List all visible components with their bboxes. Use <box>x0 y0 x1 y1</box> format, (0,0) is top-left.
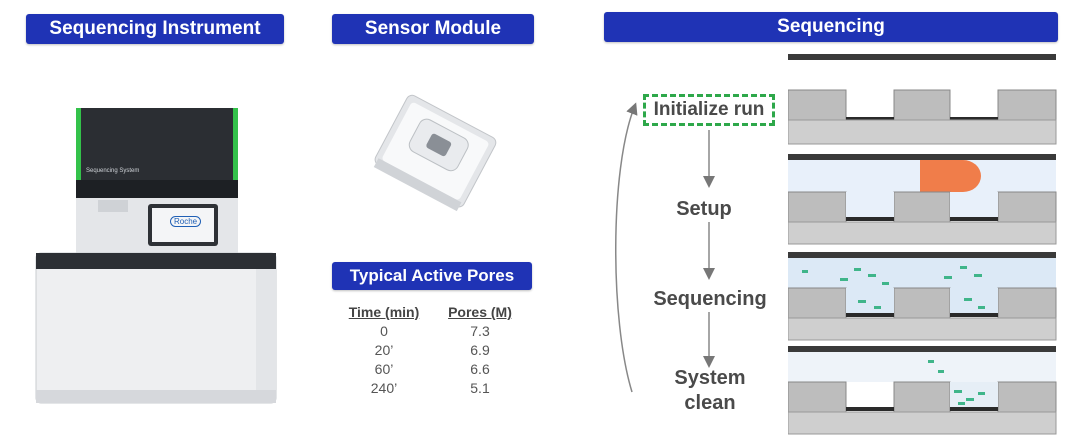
table-cell-time: 20’ <box>374 342 394 358</box>
table-cell-pores: 6.6 <box>470 361 490 377</box>
time-column: Time (min) 0 20’ 60’ 240’ <box>344 304 424 396</box>
header-text: Sensor Module <box>364 18 502 39</box>
step-setup: Setup <box>676 198 732 220</box>
table-cell-pores: 6.9 <box>470 342 490 358</box>
pore-diagram-4 <box>788 346 1057 435</box>
step-initialize-label: Initialize run <box>653 99 765 120</box>
step-initialize-run: Initialize run <box>643 94 775 126</box>
header-sensor-module: Sensor Module <box>332 14 534 44</box>
header-text: Sequencing <box>777 16 885 37</box>
header-sequencing-instrument: Sequencing Instrument <box>26 14 284 44</box>
header-typical-active-pores: Typical Active Pores <box>332 262 532 290</box>
table-cell-pores: 7.3 <box>470 323 490 339</box>
instrument-logo: Roche <box>170 216 202 227</box>
sequencing-instrument-illustration <box>35 108 277 404</box>
step-sequencing: Sequencing <box>653 288 767 310</box>
table-cell-time: 0 <box>380 323 388 339</box>
header-sequencing: Sequencing <box>604 12 1058 42</box>
pore-diagram-1 <box>788 54 1057 145</box>
pores-column: Pores (M) 7.3 6.9 6.6 5.1 <box>440 304 520 396</box>
pore-diagram-2 <box>788 154 1057 245</box>
step-system-clean-line1: System <box>674 367 746 389</box>
header-text: Typical Active Pores <box>349 266 515 285</box>
pores-column-header: Pores (M) <box>448 304 512 320</box>
pores-table: Time (min) 0 20’ 60’ 240’ Pores (M) 7.3 … <box>330 304 540 414</box>
step-system-clean: System clean <box>660 366 760 416</box>
table-cell-time: 240’ <box>370 380 398 396</box>
instrument-screen-label: Sequencing System <box>86 168 140 174</box>
table-cell-time: 60’ <box>374 361 394 377</box>
table-cell-pores: 5.1 <box>470 380 490 396</box>
workflow-arrows <box>615 102 715 393</box>
step-system-clean-line2: clean <box>684 392 736 414</box>
sensor-module-illustration <box>373 94 497 212</box>
time-column-header: Time (min) <box>348 304 420 320</box>
pore-diagram-3 <box>788 252 1057 341</box>
header-text: Sequencing Instrument <box>49 18 261 39</box>
